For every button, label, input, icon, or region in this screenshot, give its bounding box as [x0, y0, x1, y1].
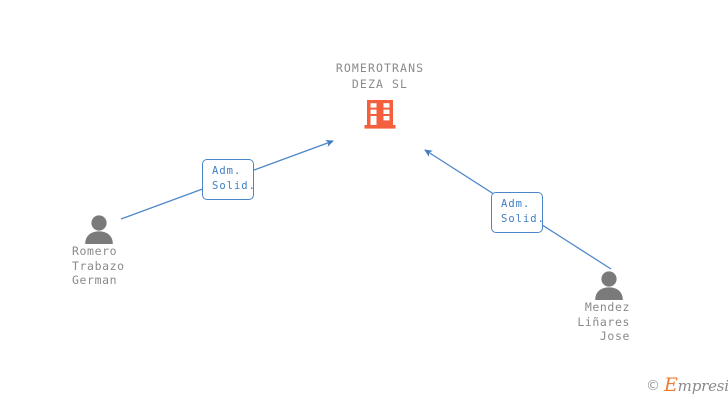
copyright-icon: ©: [646, 378, 660, 394]
brand-name: Empresia: [664, 376, 728, 395]
person-name: Mendez Liñares Jose: [577, 300, 630, 343]
company-node[interactable]: ROMEROTRANS DEZA SL: [286, 60, 474, 131]
person-name: Romero Trabazo German: [72, 244, 125, 287]
brand-initial: E: [664, 374, 678, 396]
person-node-mendez-linares-jose[interactable]: Mendez Liñares Jose: [512, 270, 662, 344]
empresia-watermark: © Empresia: [646, 376, 728, 395]
person-icon[interactable]: [512, 270, 626, 300]
company-title: ROMEROTRANS DEZA SL: [335, 61, 425, 91]
relation-label-mendez[interactable]: Adm. Solid.: [491, 192, 544, 233]
person-icon[interactable]: [82, 214, 174, 244]
person-node-romero-trabazo-german[interactable]: Romero Trabazo German: [24, 214, 174, 288]
relation-label-romero[interactable]: Adm. Solid.: [202, 159, 255, 200]
building-icon[interactable]: [286, 99, 474, 131]
brand-rest: mpresia: [677, 377, 728, 395]
